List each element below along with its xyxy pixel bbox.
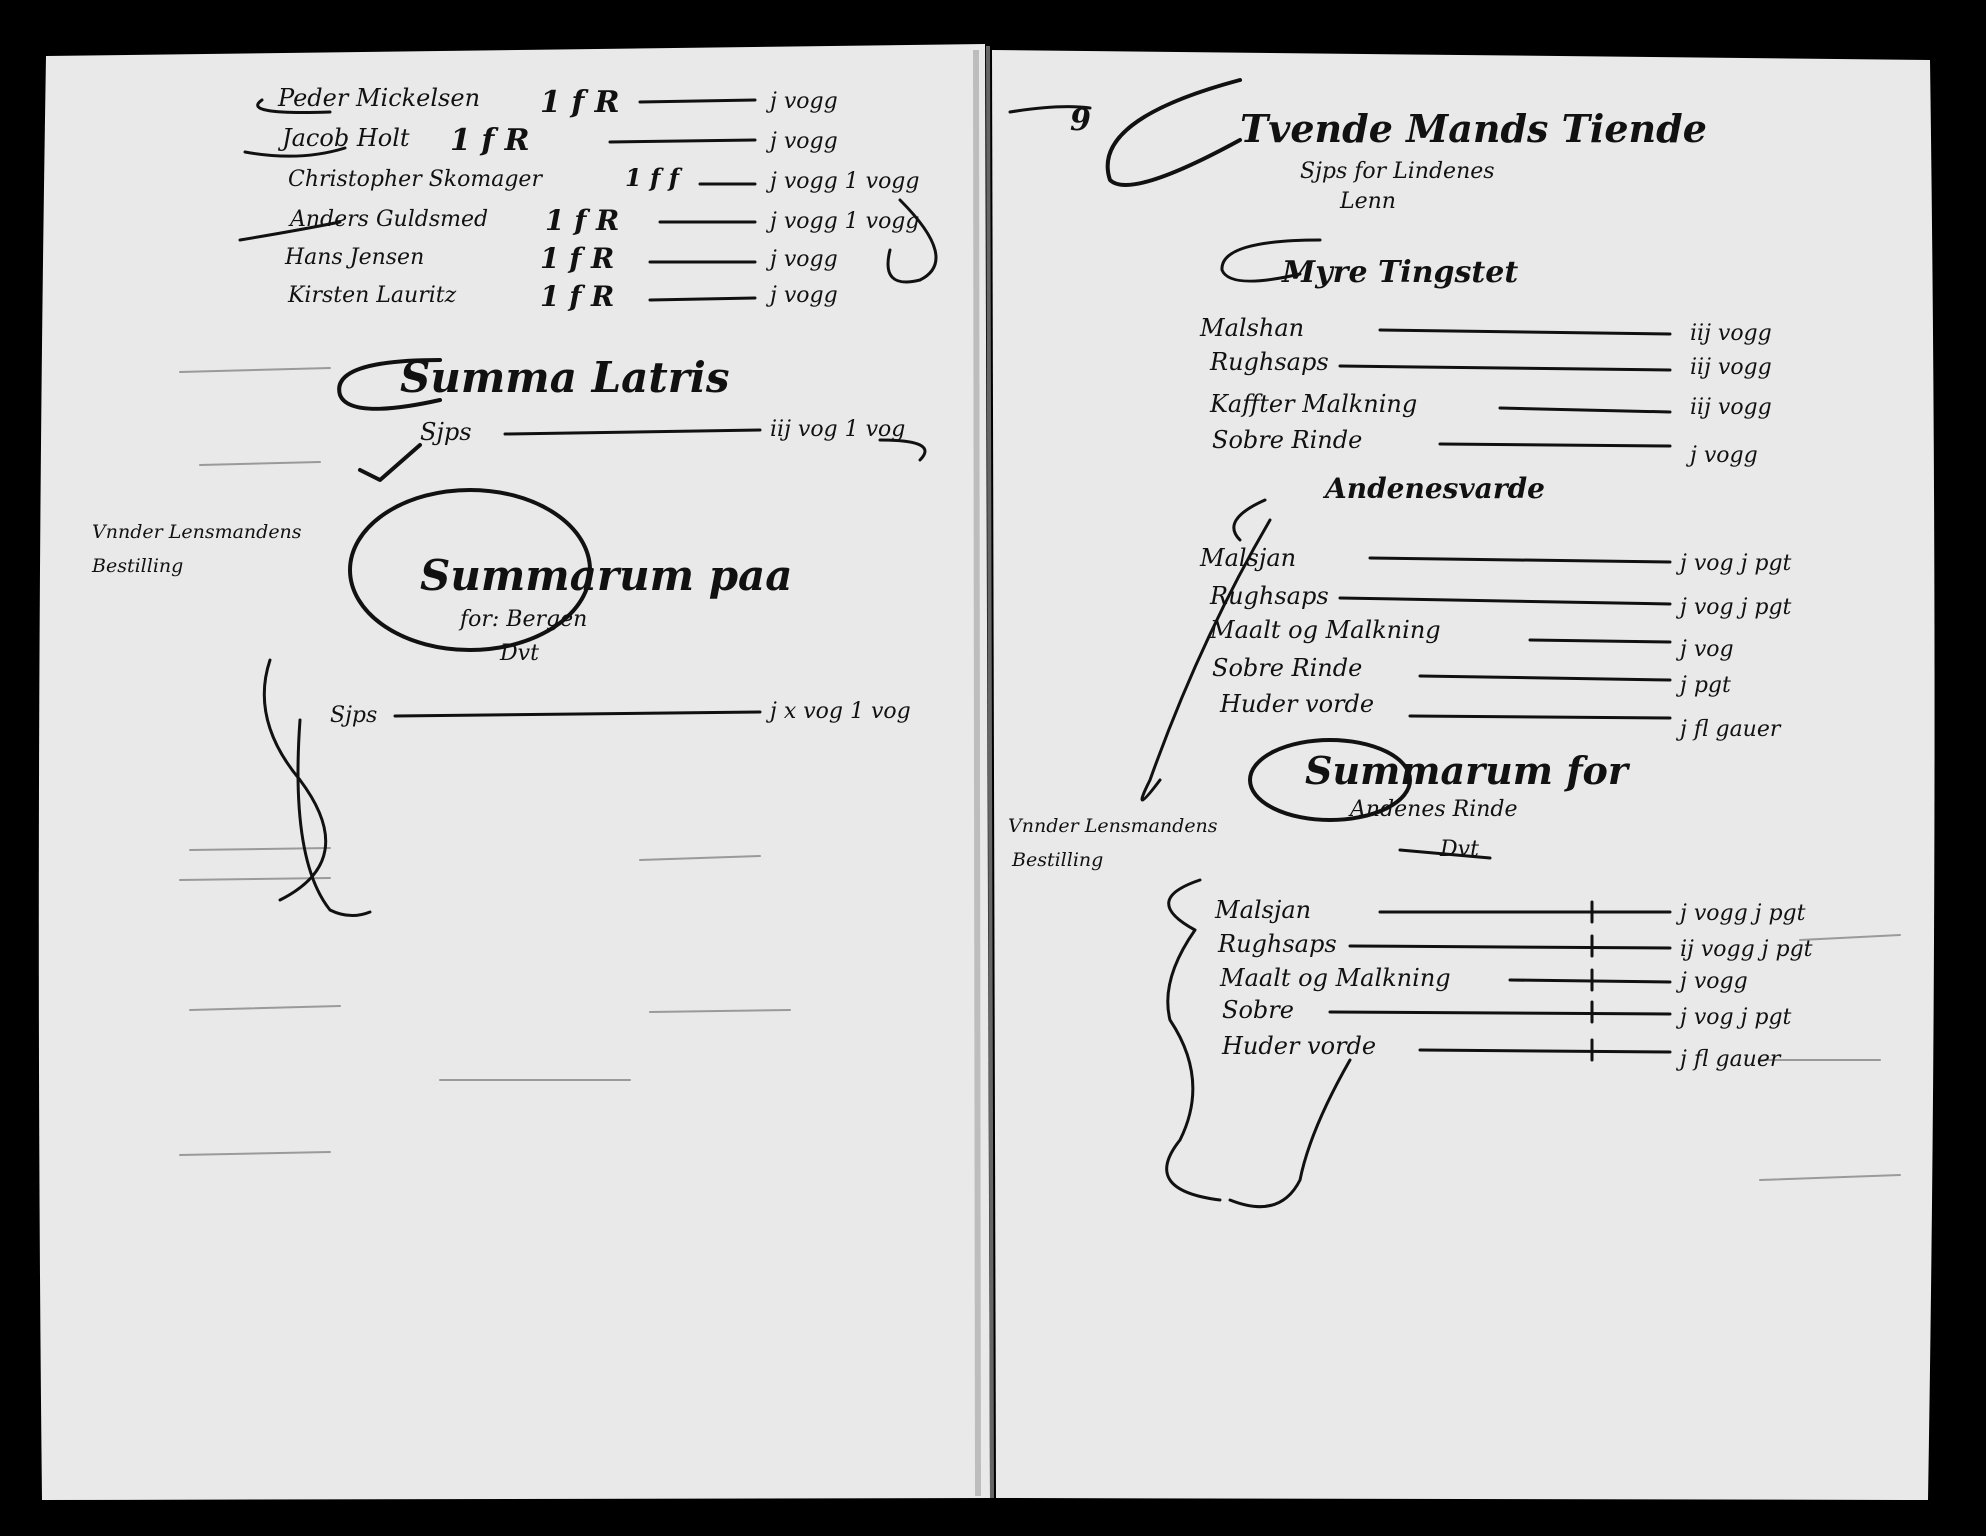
row-label: Malsjan (1214, 896, 1311, 924)
row-value: j pgt (1675, 673, 1731, 698)
left-entry-value: j vogg (765, 247, 838, 272)
row-value: iij vogg (1690, 355, 1772, 380)
right-folio-number: 9 (1070, 103, 1091, 138)
row-label: Sobre (1222, 996, 1294, 1024)
row-label: Malshan (1199, 314, 1304, 342)
right-margin-note-line: Vnnder Lensmandens (1008, 815, 1218, 837)
row-value: j vog j pgt (1675, 1005, 1792, 1030)
left-summarum-label: Sjps (330, 703, 377, 728)
row-value: j vog j pgt (1675, 551, 1792, 576)
left-entry-rows: Peder Mickelsen 1 f R j vogg Jacob Holt … (238, 84, 919, 313)
right-heading: Tvende Mands Tiende (1240, 106, 1707, 151)
row-value: j vogg (1685, 443, 1758, 468)
row-value: ij vogg j pgt (1680, 937, 1813, 962)
bleed-through-marks (179, 367, 1901, 1181)
left-entry-amount: 1 f R (545, 204, 619, 237)
left-entry-value: j vogg (765, 129, 838, 154)
left-summarum-block: Summarum paa for: Bergen Dvt Sjps j x vo… (262, 488, 911, 917)
left-summarum-heading: Summarum paa (420, 551, 792, 600)
left-entry-name: Kirsten Lauritz (287, 283, 457, 308)
right-subheading: Sjps for Lindenes (1300, 159, 1495, 184)
section-heading: Andenesvarde (1322, 472, 1545, 505)
left-summa-block: Summa Latris Sjps iij vog 1 vog (337, 353, 927, 482)
right-summarum-sub: Andenes Rinde (1348, 797, 1518, 822)
right-section-1: Myre Tingstet Malshan iij vogg Rughsaps … (1199, 238, 1772, 468)
right-subheading: Lenn (1339, 189, 1396, 214)
right-heading-block: Tvende Mands Tiende Sjps for Lindenes Le… (1105, 78, 1707, 214)
left-summa-heading: Summa Latris (400, 353, 729, 402)
left-entry-name: Hans Jensen (284, 245, 424, 270)
row-value: j fl gauer (1675, 717, 1782, 742)
left-entry-amount: 1 f R (540, 85, 620, 120)
left-entry-amount: 1 f f (625, 163, 683, 192)
left-margin-note-line: Vnnder Lensmandens (92, 521, 302, 543)
row-label: Huder vorde (1221, 1032, 1376, 1060)
row-label: Rughsaps (1217, 930, 1337, 958)
left-entry-name: Christopher Skomager (288, 167, 543, 192)
left-flourish (886, 198, 938, 284)
right-section-2: Andenesvarde Malsjan j vog j pgt Rughsap… (1140, 472, 1792, 802)
row-value: iij vogg (1690, 321, 1772, 346)
left-entry-value: j vogg (765, 283, 838, 308)
left-entry-value: j vogg (765, 89, 838, 114)
left-entry-amount: 1 f R (540, 280, 614, 313)
left-entry-amount: 1 f R (450, 123, 530, 158)
row-value: iij vogg (1690, 395, 1772, 420)
row-label: Rughsaps (1209, 582, 1329, 610)
section-heading: Myre Tingstet (1281, 255, 1518, 290)
row-value: j vog j pgt (1675, 595, 1792, 620)
right-summarum-rows: Malsjan j vogg j pgt Rughsaps ij vogg j … (1165, 878, 1813, 1209)
row-value: j vogg (1675, 969, 1748, 994)
row-value: j fl gauer (1675, 1047, 1782, 1072)
left-margin-note-line: Bestilling (91, 555, 183, 577)
row-value: j vogg j pgt (1675, 901, 1806, 926)
right-summarum-heading: Summarum for (1305, 748, 1631, 793)
right-summarum-block: Summarum for Andenes Rinde Dvt (1248, 738, 1631, 862)
left-summa-value: iij vog 1 vog (770, 417, 905, 442)
left-page (38, 44, 991, 1500)
left-entry-name: Anders Guldsmed (288, 207, 488, 232)
left-entry-name: Peder Mickelsen (277, 84, 480, 112)
right-summarum-sub: Dvt (1439, 837, 1479, 862)
left-summarum-sub: for: Bergen (458, 607, 587, 632)
row-label: Sobre Rinde (1212, 654, 1362, 682)
left-summa-label: Sjps (420, 418, 472, 446)
left-entry-value: j vogg 1 vogg (765, 209, 919, 234)
folio-underline (1008, 105, 1092, 114)
gutter-fold (986, 45, 994, 1499)
right-margin-note-line: Bestilling (1011, 849, 1103, 871)
row-label: Kaffter Malkning (1209, 390, 1417, 418)
row-label: Sobre Rinde (1212, 426, 1362, 454)
left-entry-value: j vogg 1 vogg (765, 169, 919, 194)
left-summarum-value: j x vog 1 vog (765, 699, 911, 724)
row-label: Rughsaps (1209, 348, 1329, 376)
row-label: Huder vorde (1219, 690, 1374, 718)
left-entry-amount: 1 f R (540, 242, 614, 275)
right-page (992, 50, 1935, 1500)
left-summarum-sub: Dvt (499, 641, 539, 666)
row-label: Maalt og Malkning (1209, 616, 1441, 644)
gutter-shadow (973, 49, 981, 1497)
row-label: Maalt og Malkning (1219, 964, 1451, 992)
row-value: j vog (1675, 637, 1734, 662)
